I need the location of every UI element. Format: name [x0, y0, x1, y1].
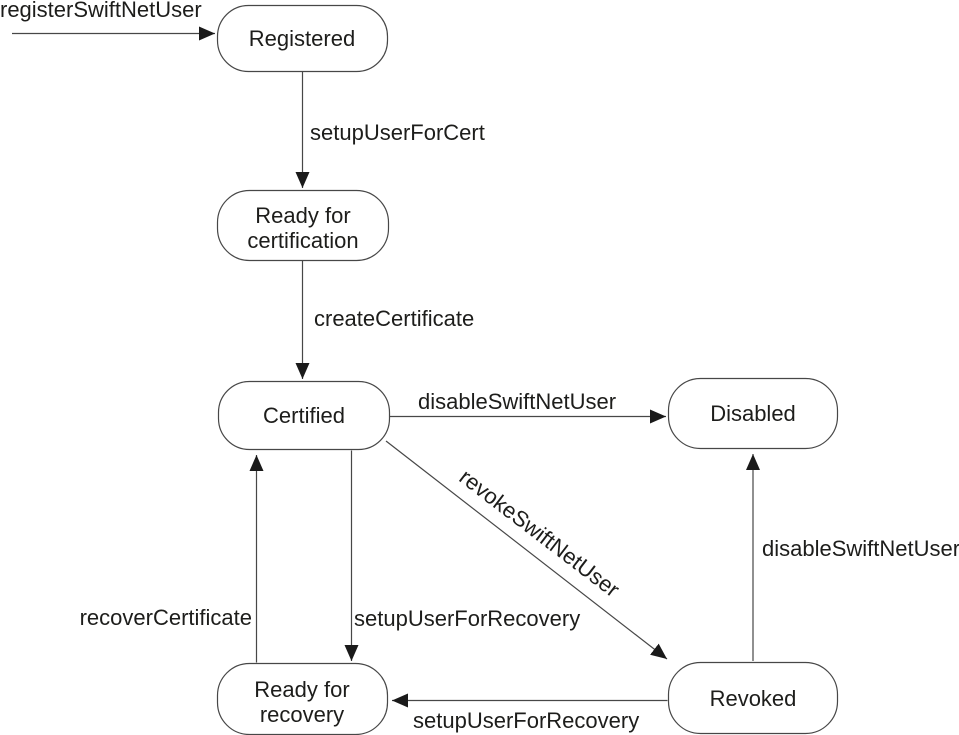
node-ready-certification-shape [216, 189, 390, 262]
node-ready-certification-label-line1: Ready for [255, 203, 350, 228]
node-disabled-label: Disabled [710, 401, 796, 426]
node-ready-certification-label-line2: certification [247, 228, 358, 253]
node-ready-recovery-label-line2: recovery [260, 702, 344, 727]
edge-setup-recovery-from-certified-label: setupUserForRecovery [354, 606, 580, 631]
node-disabled: Disabled [667, 377, 839, 450]
node-revoked: Revoked [667, 661, 839, 735]
node-registered: Registered [216, 4, 389, 73]
edge-recover-certificate-label: recoverCertificate [80, 605, 252, 630]
node-disabled-shape [667, 377, 839, 450]
edge-create-certificate-label: createCertificate [314, 306, 474, 331]
node-certified-shape [217, 380, 391, 451]
node-certified: Certified [217, 380, 391, 451]
edge-revoke-line [385, 440, 668, 660]
edge-setup-user-for-cert-label: setupUserForCert [310, 120, 485, 145]
node-registered-label: Registered [249, 26, 355, 51]
node-registered-shape [216, 4, 389, 73]
edge-register-label: registerSwiftNetUser [0, 0, 202, 22]
node-revoked-shape [667, 661, 839, 735]
node-certified-label: Certified [263, 403, 345, 428]
edge-disable-from-revoked-label: disableSwiftNetUser [762, 536, 959, 561]
node-ready-recovery-label-line1: Ready for [254, 677, 349, 702]
edge-revoke-label: revokeSwiftNetUser [455, 464, 625, 602]
edge-disable-from-certified-label: disableSwiftNetUser [418, 389, 616, 414]
node-ready-recovery: Ready for recovery [216, 662, 389, 735]
edge-setup-recovery-from-revoked-label: setupUserForRecovery [413, 708, 639, 733]
node-ready-certification: Ready for certification [216, 189, 390, 262]
node-revoked-label: Revoked [710, 686, 797, 711]
